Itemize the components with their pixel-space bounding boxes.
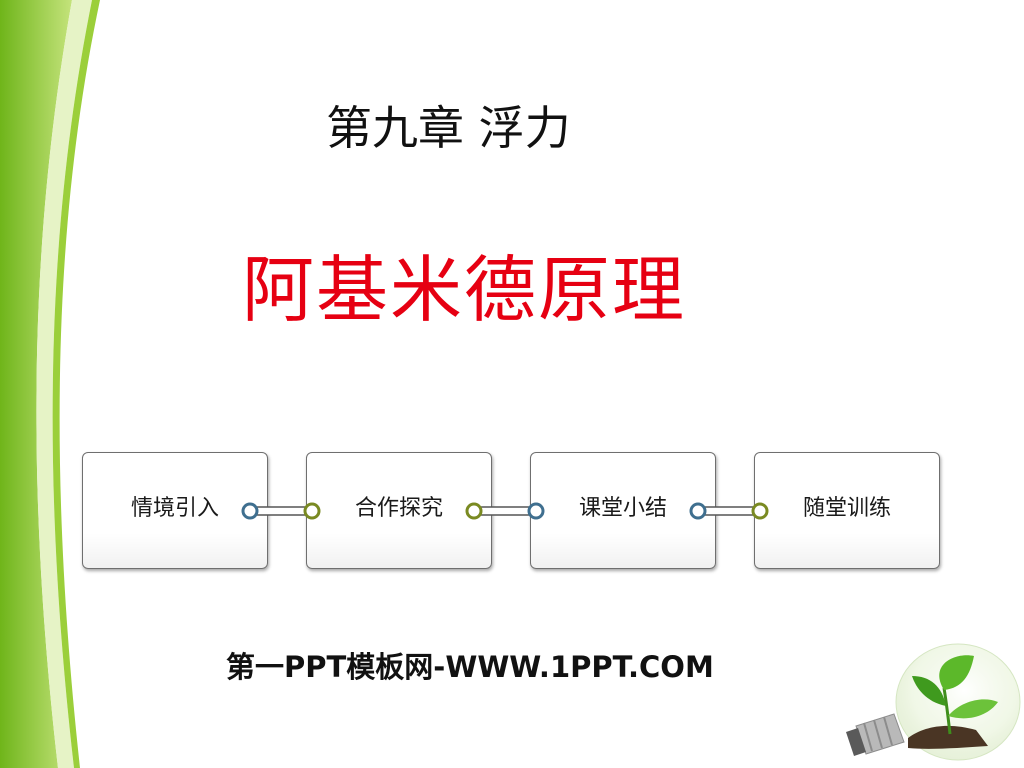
light-bulb-sprout-icon <box>846 643 1021 761</box>
step-label: 课堂小结 <box>578 496 667 521</box>
step-card-3[interactable]: 课堂小结 <box>530 452 716 569</box>
lesson-steps: 情境引入 合作探究 课堂小结 随堂训练 <box>80 450 946 574</box>
step-label: 情境引入 <box>130 496 219 521</box>
step-connector-2 <box>465 502 545 520</box>
step-label: 合作探究 <box>354 496 443 521</box>
chapter-title: 第九章 浮力 <box>326 101 571 155</box>
lesson-title: 阿基米德原理 <box>242 248 687 332</box>
step-label: 随堂训练 <box>802 496 891 521</box>
step-connector-3 <box>689 502 769 520</box>
step-card-4[interactable]: 随堂训练 <box>754 452 940 569</box>
footer-website: 第一PPT模板网-WWW.1PPT.COM <box>226 650 714 684</box>
step-card-1[interactable]: 情境引入 <box>82 452 268 569</box>
green-swoosh-decoration <box>0 0 100 768</box>
step-card-2[interactable]: 合作探究 <box>306 452 492 569</box>
step-connector-1 <box>241 502 321 520</box>
